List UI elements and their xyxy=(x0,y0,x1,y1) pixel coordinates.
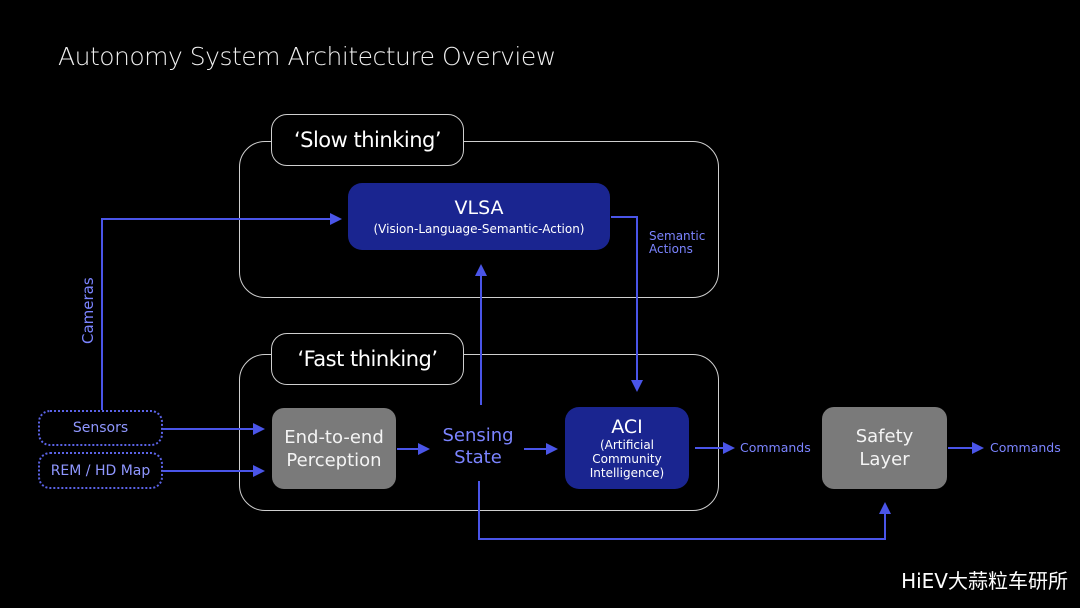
watermark: HiEV大蒜粒车研所 xyxy=(901,569,1068,593)
slide-title: Autonomy System Architecture Overview xyxy=(58,42,556,71)
cameras-to-vlsa-arrow xyxy=(101,213,342,410)
vlsa-to-aci-arrow xyxy=(611,216,643,392)
cameras-label: Cameras xyxy=(79,277,97,344)
perception-block: End-to-end Perception xyxy=(272,408,396,489)
vlsa-subtitle: (Vision-Language-Semantic-Action) xyxy=(373,221,585,236)
sensors-input: Sensors xyxy=(38,410,163,446)
vlsa-title: VLSA xyxy=(454,196,504,219)
commands-label-2: Commands xyxy=(990,440,1061,455)
aci-block: ACI (Artificial Community Intelligence) xyxy=(565,407,689,489)
semantic-actions-label: Semantic Actions xyxy=(649,229,706,256)
sensing-to-safety-arrow xyxy=(478,481,891,540)
sensing-state-node: Sensing State xyxy=(442,425,514,468)
fast-thinking-label: ‘Fast thinking’ xyxy=(271,333,464,385)
rem-hd-map-input: REM / HD Map xyxy=(38,452,163,489)
slow-thinking-label: ‘Slow thinking’ xyxy=(271,114,464,166)
vlsa-block: VLSA (Vision-Language-Semantic-Action) xyxy=(348,183,610,250)
safety-layer-block: Safety Layer xyxy=(822,407,947,489)
commands-label-1: Commands xyxy=(740,440,811,455)
aci-title: ACI xyxy=(611,415,643,438)
